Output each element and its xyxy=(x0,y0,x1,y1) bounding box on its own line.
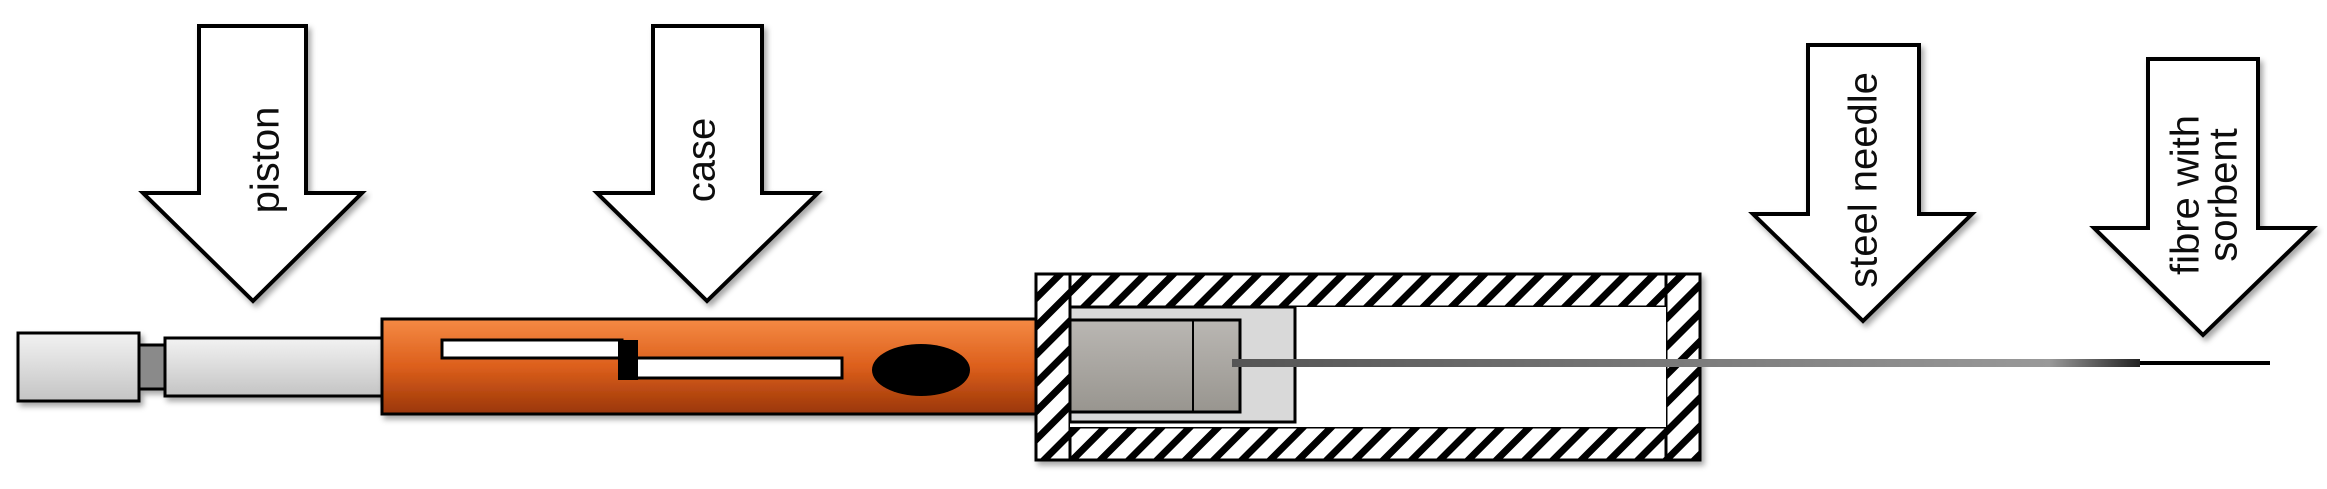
piston-label: piston xyxy=(244,107,288,214)
case-body xyxy=(380,317,1039,416)
piston-end-cap xyxy=(16,331,141,403)
fibre-label-line1: fibre with xyxy=(2164,115,2208,275)
piston-rod xyxy=(163,336,384,398)
steel-needle-fibre xyxy=(1232,359,2270,367)
case-hole xyxy=(872,344,970,396)
piston-connector xyxy=(137,343,167,391)
case-arrow: case xyxy=(592,24,823,304)
case-label: case xyxy=(680,118,724,203)
steel-needle-arrow: steel needle xyxy=(1748,43,1977,324)
steel-needle-label: steel needle xyxy=(1842,72,1886,288)
housing-left-wall xyxy=(1034,272,1072,462)
fibre-arrow: fibre with sorbent xyxy=(2089,57,2318,338)
piston-assembly xyxy=(16,331,384,403)
fibre-label-line2: sorbent xyxy=(2202,128,2246,261)
piston-arrow: piston xyxy=(138,24,367,304)
sorbent-fibre xyxy=(2140,361,2270,365)
case-slot-upper xyxy=(440,338,624,360)
housing-top-wall xyxy=(1034,272,1702,309)
plunger-head xyxy=(1068,318,1242,414)
steel-needle xyxy=(1232,359,2140,367)
housing-bottom-wall xyxy=(1034,425,1702,462)
case-slot-lower xyxy=(620,356,844,380)
case-slot-pin xyxy=(618,340,638,380)
